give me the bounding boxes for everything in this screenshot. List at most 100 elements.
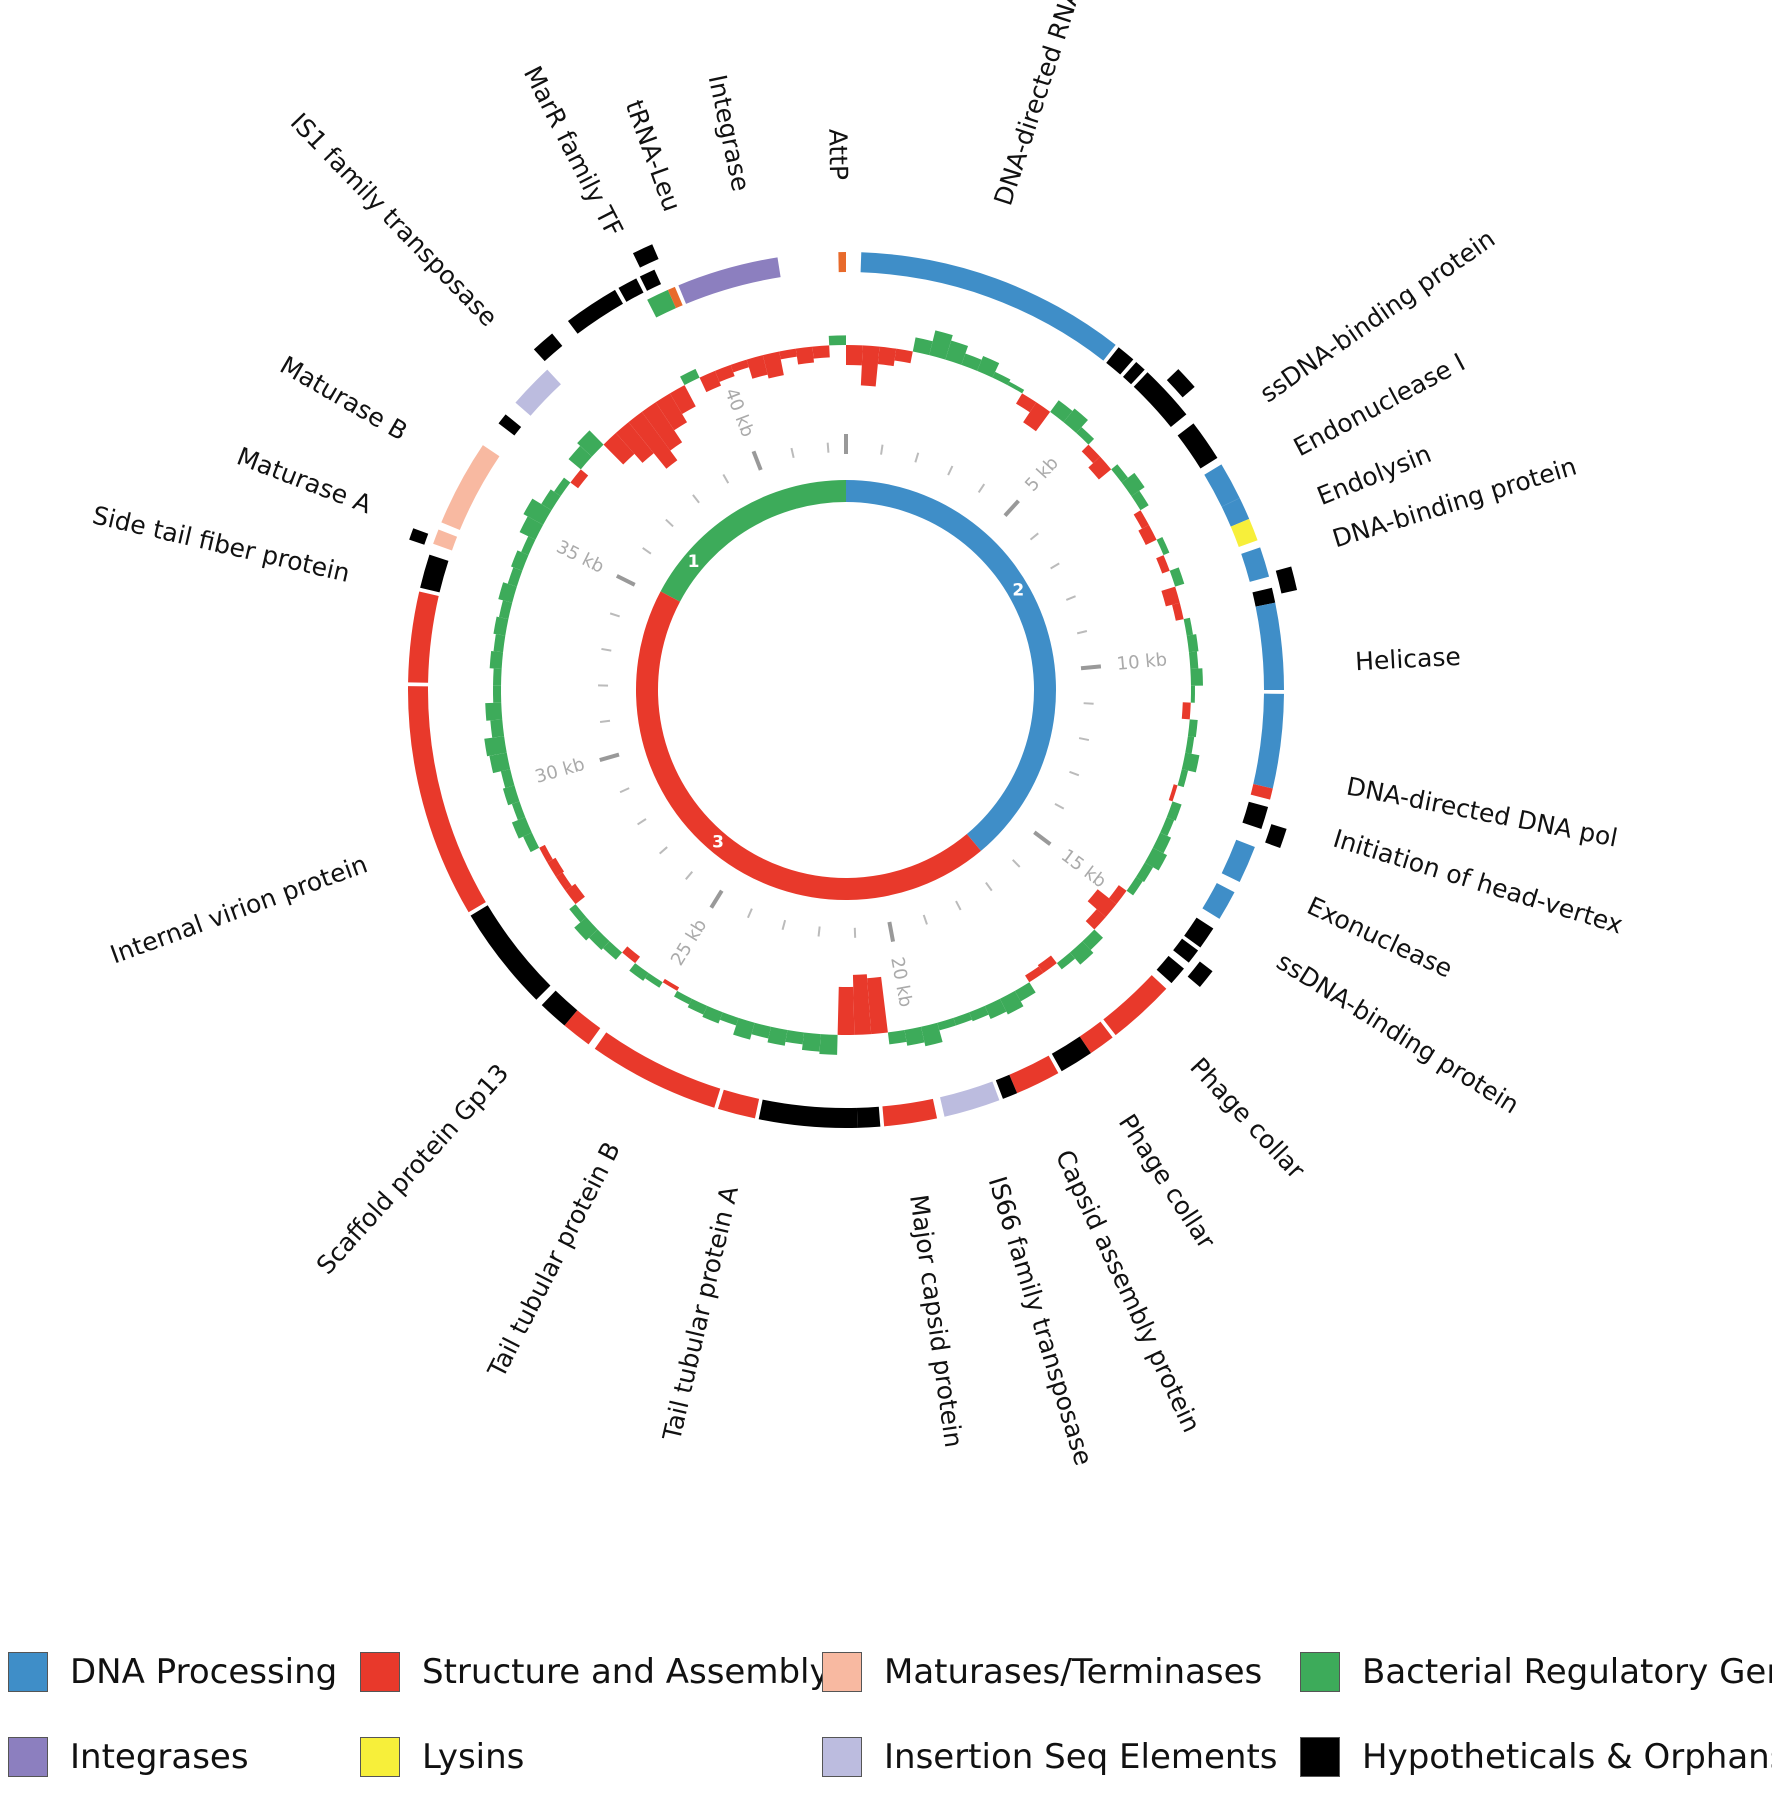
gene-label: Maturase A — [233, 442, 376, 520]
kb-tick — [781, 919, 787, 931]
kb-tick — [1083, 702, 1094, 705]
gc-skew-bar — [489, 752, 511, 774]
kb-tick — [1065, 595, 1076, 601]
gene-block — [533, 333, 563, 362]
gc-skew-bar — [669, 385, 696, 414]
gc-skew-bar — [1183, 617, 1194, 636]
gc-skew-bar — [680, 368, 700, 386]
kb-tick — [615, 574, 636, 587]
segment-ring: 123 — [636, 480, 1056, 900]
gc-skew-bar — [1156, 536, 1170, 556]
gc-skew-bar — [846, 345, 863, 366]
gc-skew-bar — [1085, 909, 1106, 930]
gc-skew-bar — [1121, 472, 1145, 497]
kb-tick — [880, 444, 884, 455]
kb-tick — [609, 612, 620, 618]
gc-skew-bar — [655, 393, 688, 431]
gene-block — [1252, 587, 1276, 607]
gc-skew-bar — [1015, 393, 1037, 413]
legend-swatch — [1300, 1652, 1340, 1692]
legend-label: Integrases — [70, 1737, 249, 1777]
gc-skew-bar — [1069, 941, 1094, 965]
gc-skew-bar — [819, 1034, 838, 1055]
gc-skew-bar — [1111, 464, 1129, 483]
gc-skew-bar — [500, 769, 515, 789]
gene-block — [1156, 955, 1184, 984]
gene-block — [408, 686, 486, 913]
gc-skew-bar — [762, 351, 784, 379]
gc-skew-bar — [852, 974, 872, 1035]
kb-tick — [685, 871, 694, 880]
gene-label: Helicase — [1354, 642, 1461, 676]
gc-skew-bar — [812, 345, 830, 359]
gc-skew-bar — [828, 335, 846, 346]
gc-skew-bar — [1169, 567, 1185, 587]
gene-label: IS1 family transposase — [285, 107, 503, 332]
gc-skew-bar — [662, 978, 680, 991]
gc-skew-bar — [719, 1012, 739, 1026]
kb-tick — [637, 818, 647, 826]
gc-skew-bar — [511, 550, 529, 571]
gc-skew-bar — [699, 370, 722, 393]
gc-skew-bar — [539, 844, 553, 863]
gc-skew-bar — [1056, 952, 1076, 970]
kb-tick — [1003, 499, 1020, 517]
gene-block — [860, 252, 1116, 361]
gc-skew-bar — [615, 422, 654, 463]
kb-tick — [1029, 532, 1039, 541]
gene-label: Exonuclease — [1303, 891, 1457, 983]
gene-block — [541, 990, 578, 1026]
legend-label: Structure and Assembly — [422, 1652, 830, 1692]
gc-skew-bar — [1185, 736, 1195, 754]
gene-block — [1184, 917, 1214, 948]
gene-block — [567, 289, 623, 334]
gc-skew-bar — [779, 348, 797, 360]
gene-block — [420, 554, 449, 593]
kb-tick — [599, 752, 620, 762]
gene-block — [1187, 961, 1213, 987]
gene-label: DNA-directed RNA pol — [988, 0, 1100, 209]
gc-skew-bar — [837, 986, 855, 1036]
gene-label: Internal virion protein — [106, 849, 371, 969]
gc-skew-bar — [490, 719, 505, 738]
gc-skew-bar — [730, 359, 749, 373]
legend-item: Maturases/Terminases — [822, 1652, 1262, 1692]
gc-skew-bar — [493, 668, 502, 686]
gc-skew-bar — [751, 1022, 771, 1039]
kb-tick-label: 40 kb — [720, 385, 758, 440]
gene-block — [1051, 1036, 1091, 1072]
kb-tick — [747, 908, 753, 919]
gc-skew-bar — [523, 832, 540, 853]
gc-skew-bar — [977, 356, 1000, 378]
kb-tick — [790, 447, 795, 459]
kb-tick-label: 30 kb — [533, 754, 587, 788]
kb-tick — [601, 647, 612, 652]
gc-skew-bar — [937, 1017, 956, 1031]
gc-skew-bar — [553, 477, 571, 497]
kb-tick-label: 25 kb — [667, 915, 711, 969]
gene-block — [632, 244, 659, 268]
gc-skew-bar — [603, 433, 635, 465]
gene-block — [940, 1081, 1000, 1117]
kb-tick — [599, 719, 611, 723]
gene-block — [1009, 1055, 1059, 1094]
legend-item: Bacterial Regulatory Genes — [1300, 1652, 1772, 1692]
gc-skew-bar — [645, 973, 663, 988]
gene-label: Phage collar — [1113, 1109, 1222, 1255]
gc-skew-bar — [498, 582, 517, 603]
kb-tick — [947, 465, 954, 476]
gc-skew-bar — [1082, 929, 1104, 951]
gc-skew-bar — [1181, 752, 1200, 773]
gene-block — [667, 286, 683, 309]
legend-label: Insertion Seq Elements — [884, 1737, 1278, 1777]
gc-skew-bar — [547, 857, 565, 877]
gene-label: ssDNA-binding protein — [1255, 224, 1501, 408]
gc-skew-bar — [961, 353, 982, 371]
gc-skew-bar — [1144, 847, 1168, 871]
segment-arc — [846, 480, 1056, 851]
gc-skew-bar — [484, 736, 507, 757]
